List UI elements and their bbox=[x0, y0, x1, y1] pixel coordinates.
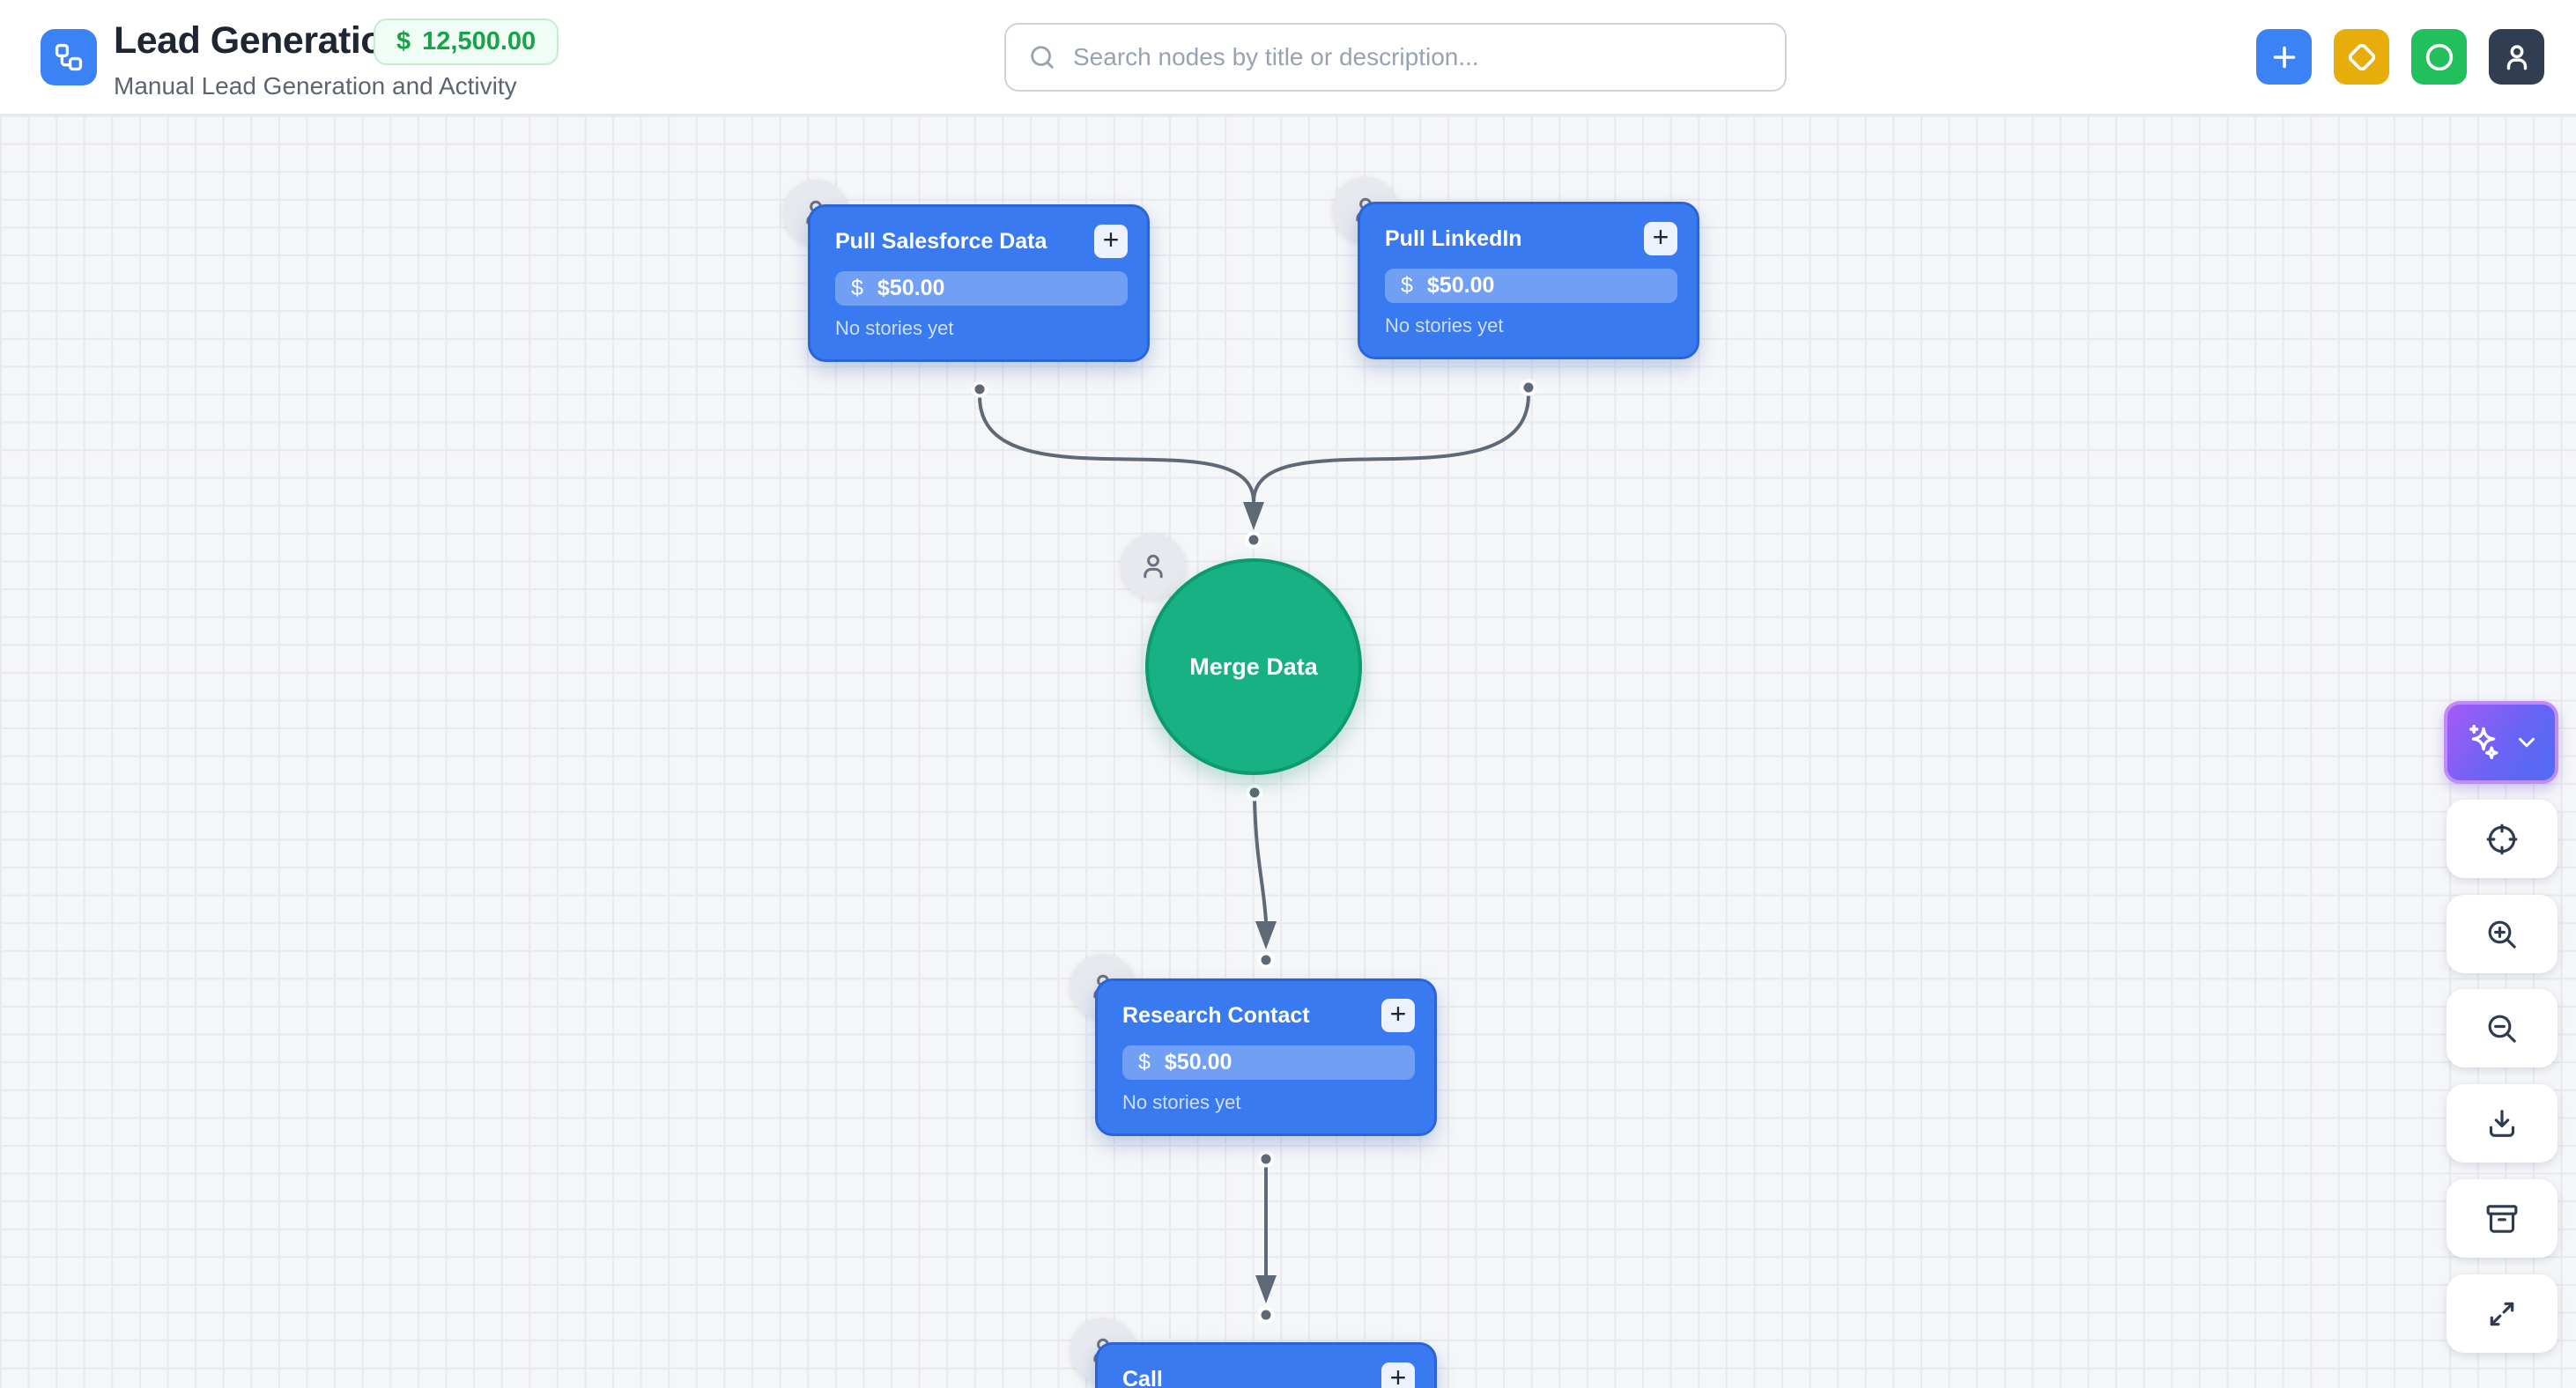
diamond-icon bbox=[2348, 43, 2375, 70]
dollar-icon: $ bbox=[1401, 273, 1413, 298]
search-bar bbox=[1004, 23, 1787, 92]
profile-button[interactable] bbox=[2489, 29, 2544, 85]
connection-handle[interactable] bbox=[971, 380, 988, 398]
archive-button[interactable] bbox=[2446, 1179, 2557, 1258]
owner-avatar bbox=[1121, 534, 1186, 599]
header-actions bbox=[2256, 29, 2544, 85]
stories-status: No stories yet bbox=[1385, 314, 1504, 336]
circle-icon bbox=[2425, 43, 2453, 70]
node-add-story-button[interactable]: + bbox=[1094, 225, 1128, 258]
price-value: $50.00 bbox=[1164, 1050, 1232, 1074]
node-pull-linkedin[interactable]: Pull LinkedIn + $ $50.00 No stories yet bbox=[1333, 177, 1699, 359]
connection-handle[interactable] bbox=[1257, 1306, 1275, 1324]
dollar-icon: $ bbox=[1138, 1050, 1151, 1074]
locate-button[interactable] bbox=[2446, 800, 2557, 878]
price-pill: $ $50.00 bbox=[835, 271, 1128, 306]
node-title: Pull Salesforce Data bbox=[835, 228, 1047, 254]
node-add-story-button[interactable]: + bbox=[1644, 222, 1677, 255]
expand-button[interactable] bbox=[2446, 1274, 2557, 1353]
edge-merge-research bbox=[1253, 799, 1268, 922]
diamond-node-button[interactable] bbox=[2334, 29, 2389, 85]
page-title: Lead Generation bbox=[114, 19, 406, 62]
node-title: Pull LinkedIn bbox=[1385, 225, 1522, 251]
node-add-story-button[interactable]: + bbox=[1381, 999, 1415, 1032]
price-value: $50.00 bbox=[877, 276, 945, 300]
circle-node-button[interactable] bbox=[2411, 29, 2467, 85]
arrowhead-research bbox=[1255, 921, 1277, 949]
budget-amount: 12,500.00 bbox=[422, 27, 537, 55]
dollar-icon: $ bbox=[851, 276, 863, 300]
connection-handle[interactable] bbox=[1257, 1150, 1275, 1168]
search-icon bbox=[1031, 46, 1054, 69]
node-card: Call + bbox=[1095, 1342, 1437, 1388]
arrowhead-merge bbox=[1243, 502, 1264, 530]
node-card: Pull Salesforce Data + $ $50.00 No stori… bbox=[808, 204, 1150, 362]
crosshair-icon bbox=[2486, 823, 2518, 854]
plus-icon: + bbox=[1102, 224, 1120, 255]
user-icon bbox=[2506, 44, 2527, 70]
node-call[interactable]: Call + bbox=[1070, 1318, 1437, 1388]
connection-handle[interactable] bbox=[1246, 784, 1263, 801]
node-title: Call bbox=[1122, 1366, 1163, 1388]
price-pill: $ $50.00 bbox=[1385, 269, 1677, 303]
user-icon bbox=[1144, 554, 1163, 579]
zoom-out-button[interactable] bbox=[2446, 989, 2557, 1067]
add-node-button[interactable] bbox=[2256, 29, 2312, 85]
download-button[interactable] bbox=[2446, 1084, 2557, 1163]
chevron-down-icon bbox=[2519, 737, 2535, 748]
app-header: Lead Generation $ 12,500.00 Manual Lead … bbox=[0, 0, 2576, 115]
edge-salesforce-merge bbox=[978, 395, 1255, 503]
edge-linkedin-merge bbox=[1252, 394, 1530, 503]
zoom-in-icon bbox=[2488, 920, 2516, 949]
budget-badge: $ 12,500.00 bbox=[374, 18, 559, 65]
plus-icon: + bbox=[1652, 221, 1669, 253]
node-card: Research Contact + $ $50.00 No stories y… bbox=[1095, 978, 1437, 1136]
node-add-story-button[interactable]: + bbox=[1381, 1362, 1415, 1388]
search-input[interactable] bbox=[1073, 43, 1764, 71]
price-pill: $ $50.00 bbox=[1122, 1045, 1415, 1080]
archive-icon bbox=[2486, 1204, 2518, 1233]
workflow-icon bbox=[55, 43, 83, 71]
expand-icon bbox=[2490, 1302, 2514, 1325]
plus-icon: + bbox=[1389, 998, 1407, 1030]
node-title: Merge Data bbox=[1189, 653, 1318, 680]
sparkles-icon bbox=[2469, 724, 2498, 760]
arrowhead-call bbox=[1255, 1275, 1277, 1303]
connection-handle[interactable] bbox=[1257, 951, 1275, 969]
download-icon bbox=[2489, 1109, 2515, 1137]
page-subtitle: Manual Lead Generation and Activity bbox=[114, 72, 517, 100]
currency-symbol: $ bbox=[396, 27, 411, 55]
node-title: Research Contact bbox=[1122, 1002, 1310, 1028]
stories-status: No stories yet bbox=[835, 317, 954, 339]
node-card: Pull LinkedIn + $ $50.00 No stories yet bbox=[1358, 202, 1699, 359]
ai-assistant-button[interactable] bbox=[2444, 701, 2558, 784]
plus-icon: + bbox=[1389, 1362, 1407, 1388]
app-logo bbox=[41, 29, 97, 85]
price-value: $50.00 bbox=[1426, 273, 1495, 298]
node-research-contact[interactable]: Research Contact + $ $50.00 No stories y… bbox=[1070, 954, 1437, 1136]
connection-handle[interactable] bbox=[1245, 531, 1262, 549]
zoom-out-icon bbox=[2488, 1015, 2516, 1043]
node-pull-salesforce-data[interactable]: Pull Salesforce Data + $ $50.00 No stori… bbox=[783, 180, 1150, 362]
node-merge-data[interactable]: Merge Data bbox=[1121, 534, 1362, 775]
plus-icon bbox=[2273, 46, 2295, 68]
stories-status: No stories yet bbox=[1122, 1091, 1241, 1113]
connection-handle[interactable] bbox=[1520, 379, 1537, 396]
node-circle: Merge Data bbox=[1145, 558, 1362, 775]
zoom-in-button[interactable] bbox=[2446, 895, 2557, 973]
